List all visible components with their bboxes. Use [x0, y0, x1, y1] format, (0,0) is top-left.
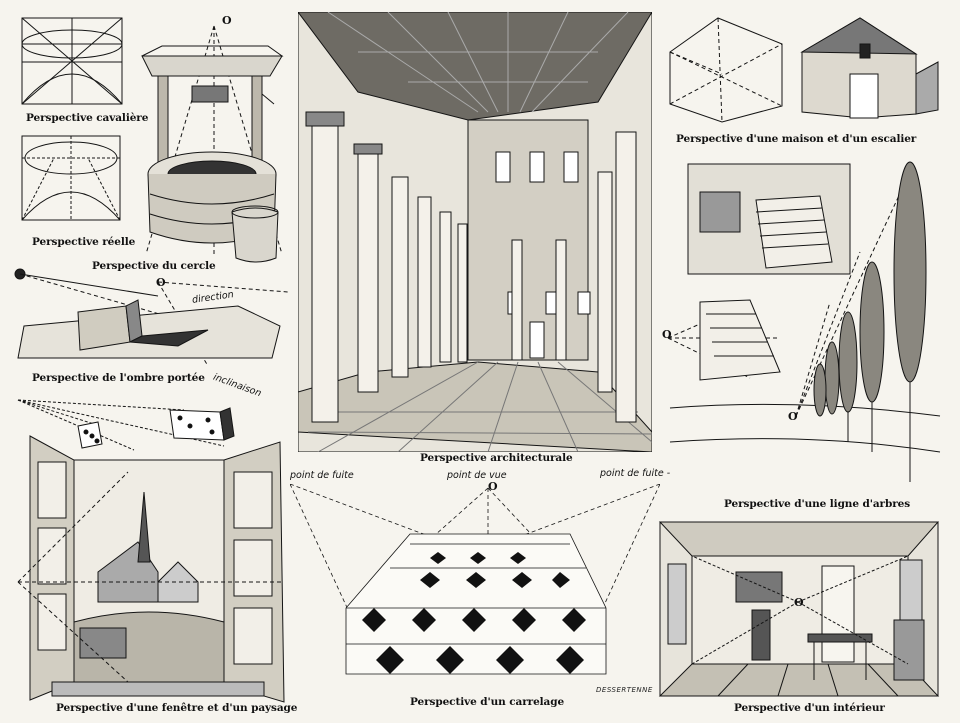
caption-fenetre: Perspective d'une fenêtre et d'un paysag… — [56, 702, 298, 714]
house-illustration — [669, 17, 939, 123]
tiling-illustration — [290, 484, 660, 675]
panel-escalier-arbres — [660, 152, 950, 492]
label-point-fuite-right: point de fuite - — [600, 468, 671, 479]
panel-cercle-diagrams — [14, 14, 134, 254]
label-o-arbres: O — [788, 410, 798, 423]
caption-reelle: Perspective réelle — [32, 236, 136, 248]
label-o-escalier: O — [662, 328, 672, 341]
caption-cercle: Perspective du cercle — [92, 260, 216, 272]
panel-architecture — [298, 12, 652, 452]
panel-dice — [14, 396, 294, 452]
panel-fenetre — [8, 432, 290, 704]
caption-cavaliere: Perspective cavalière — [26, 112, 149, 124]
interior-illustration — [658, 521, 940, 697]
caption-carrelage: Perspective d'un carrelage — [410, 696, 565, 708]
panel-carrelage — [290, 484, 660, 684]
engraver-signature: DESSERTENNE — [596, 686, 653, 694]
circle-perspective-diagrams — [21, 17, 123, 221]
caption-ombre: Perspective de l'ombre portée — [32, 372, 205, 384]
dice-illustration — [17, 399, 235, 451]
label-o-ombre: O — [156, 276, 166, 289]
panel-ombre — [8, 266, 292, 396]
label-o-carrelage: O — [488, 480, 498, 493]
label-o-interieur: O — [794, 596, 804, 609]
colonnade-illustration — [298, 12, 652, 452]
stairs-trees-illustration — [667, 161, 941, 482]
panel-maison — [662, 14, 942, 132]
panel-interieur — [658, 520, 940, 700]
caption-interieur: Perspective d'un intérieur — [734, 702, 885, 714]
caption-architecturale: Perspective architecturale — [420, 452, 573, 464]
panel-well — [132, 14, 294, 264]
caption-maison: Perspective d'une maison et d'un escalie… — [676, 133, 917, 145]
label-o-well: O — [222, 14, 232, 27]
well-illustration — [141, 25, 284, 263]
window-illustration — [17, 435, 285, 703]
label-point-vue: point de vue — [447, 470, 507, 481]
caption-arbres: Perspective d'une ligne d'arbres — [724, 498, 911, 510]
label-point-fuite-left: point de fuite — [290, 470, 354, 481]
shadow-illustration — [14, 268, 289, 367]
